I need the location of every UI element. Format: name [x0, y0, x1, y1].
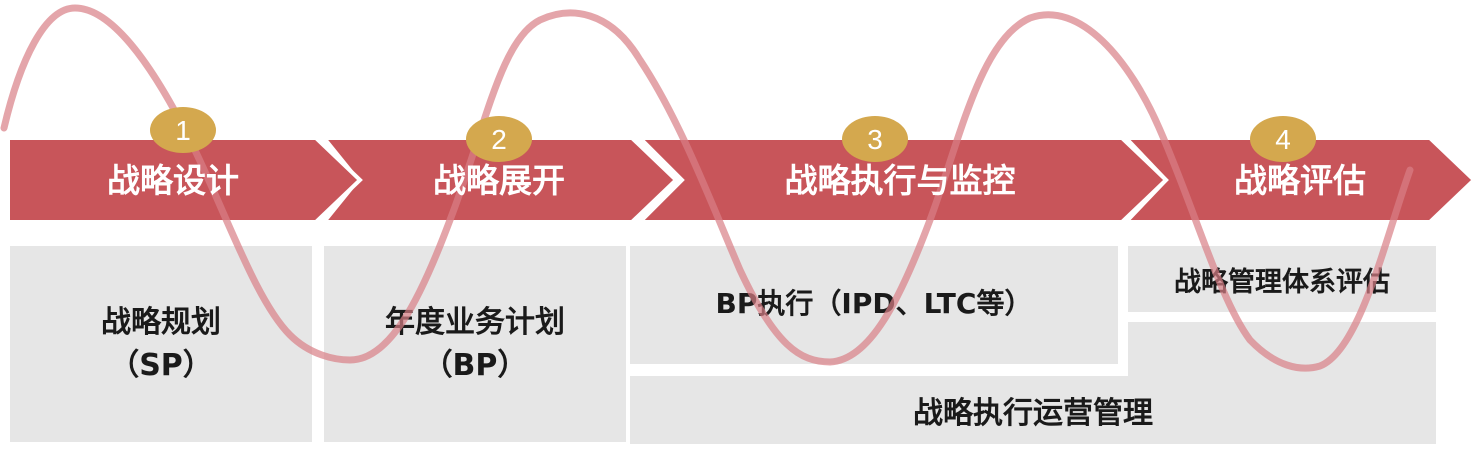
stage-3-arrow [635, 136, 1169, 224]
strategic-planning-title: 战略规划 [101, 304, 221, 340]
stage-1-arrow [6, 136, 363, 224]
management-system-evaluation-box: 战略管理体系评估 [1128, 246, 1436, 312]
stage-3-label: 战略执行与监控 [785, 161, 1016, 200]
execution-operations-label: 战略执行运营管理 [913, 396, 1153, 431]
stage-1-label: 战略设计 [107, 161, 239, 200]
bp-execution-box: BP执行（IPD、LTC等） [630, 246, 1118, 364]
stage-3-number: 3 [867, 124, 883, 155]
bp-execution-label: BP执行（IPD、LTC等） [715, 287, 1033, 320]
annual-business-plan-title: 年度业务计划 [385, 304, 565, 340]
stage-1-number: 1 [175, 115, 191, 146]
stage-4-number: 4 [1275, 124, 1291, 155]
stage-4-badge: 4 [1250, 116, 1316, 162]
strategic-planning-abbr: （SP） [109, 348, 213, 383]
annual-business-plan-abbr: （BP） [422, 348, 528, 383]
evaluation-filler-box [1128, 322, 1436, 376]
stage-4-arrow [1121, 136, 1474, 224]
execution-operations-box: 战略执行运营管理 [630, 376, 1436, 444]
stage-2-arrow [319, 136, 679, 224]
stage-4-label: 战略评估 [1234, 161, 1366, 200]
stage-2-number: 2 [491, 124, 507, 155]
annual-business-plan-box: 年度业务计划 （BP） [324, 246, 626, 442]
strategic-planning-box: 战略规划 （SP） [10, 246, 312, 442]
stage-3-badge: 3 [842, 116, 908, 162]
stage-2-label: 战略展开 [433, 161, 565, 200]
stage-1-badge: 1 [150, 107, 216, 153]
management-system-evaluation-label: 战略管理体系评估 [1174, 266, 1390, 298]
stage-2-badge: 2 [466, 116, 532, 162]
